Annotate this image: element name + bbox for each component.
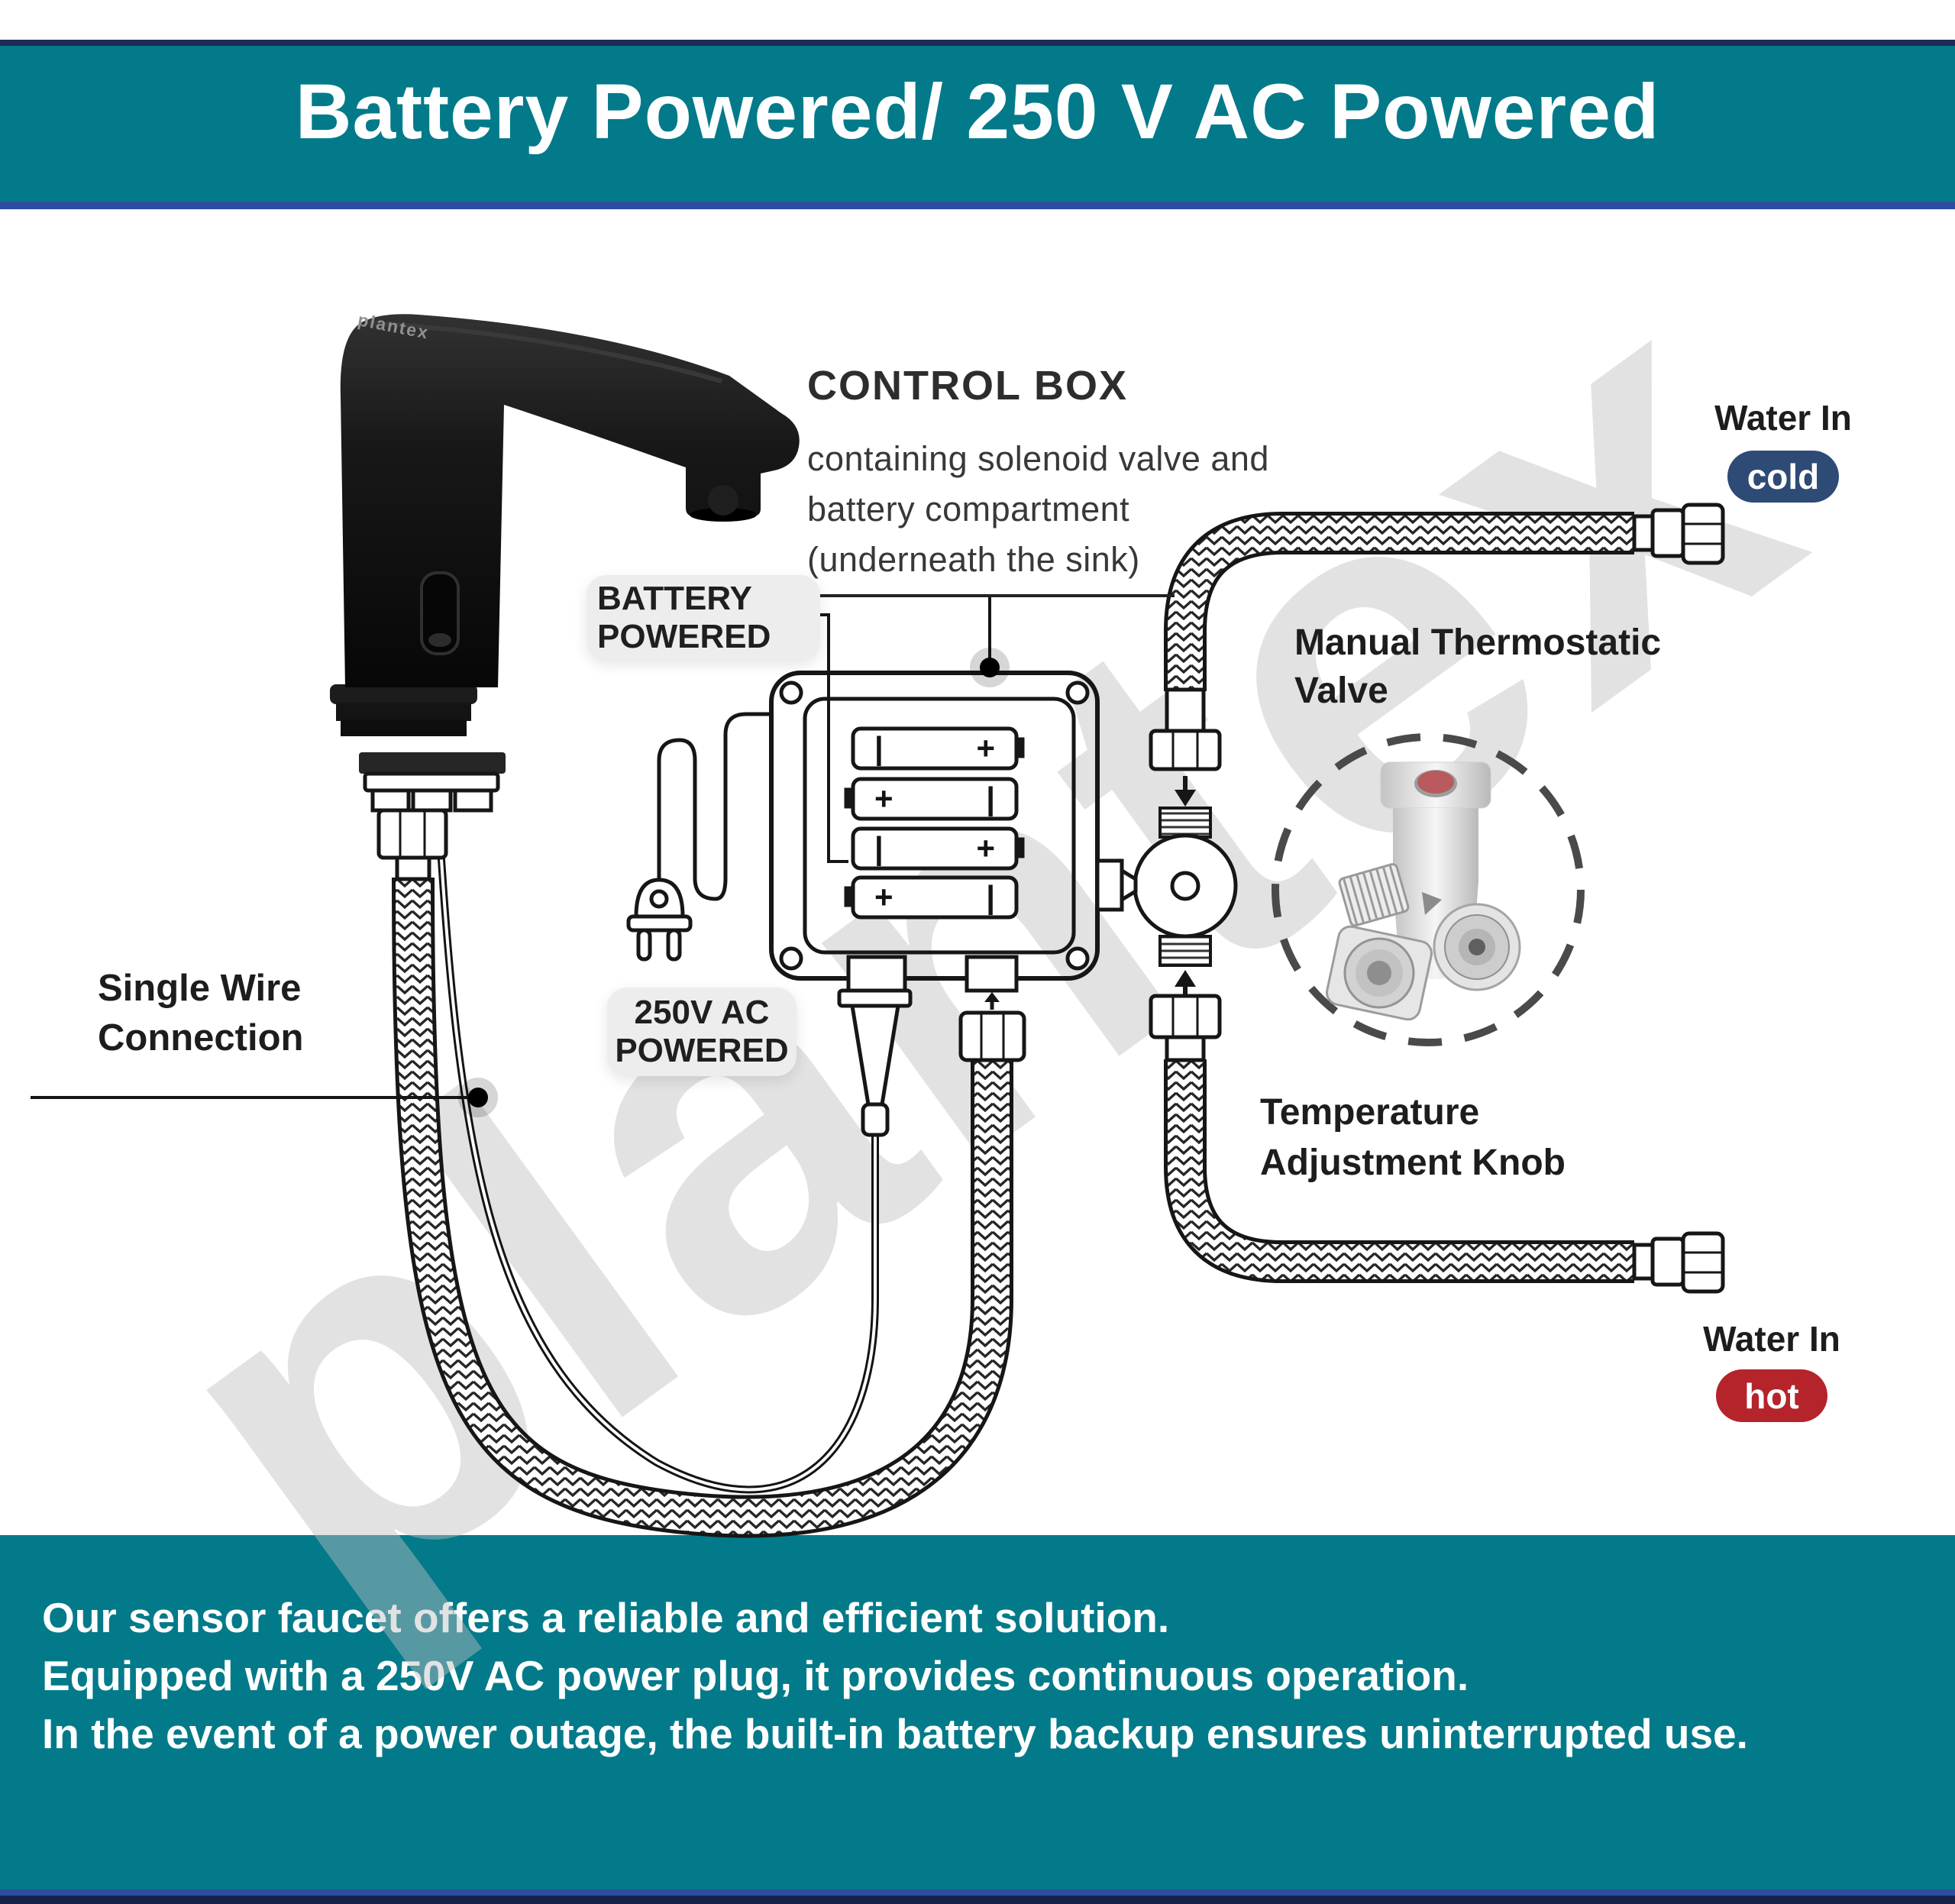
cold-hose-fitting [1632, 503, 1725, 565]
water-in-hot-label: Water In [1703, 1319, 1840, 1359]
battery4-neg: | [986, 879, 995, 915]
battery-row-1: | + [853, 729, 1016, 768]
battery-row-4: + | [853, 878, 1016, 917]
battery4-pos: + [874, 879, 893, 915]
control-box-underline [816, 594, 1175, 597]
hose-port-nut [958, 992, 1026, 1062]
ac-powered-line1: 250V AC [635, 994, 770, 1032]
wire-gland [837, 988, 913, 1137]
manual-valve-line2: Valve [1294, 671, 1388, 711]
control-box-description: containing solenoid valve and battery co… [807, 434, 1269, 585]
control-box-drawing [769, 671, 1138, 993]
control-box-label: CONTROL BOX [807, 363, 1129, 409]
battery-cells [844, 726, 1025, 920]
hot-hose-fitting [1632, 1231, 1725, 1294]
cold-badge: cold [1727, 451, 1839, 503]
temperature-knob-label: Temperature Adjustment Knob [1260, 1088, 1566, 1188]
single-wire-line2: Connection [98, 1017, 304, 1059]
power-plug [626, 712, 771, 962]
page-title: Battery Powered/ 250 V AC Powered [295, 68, 1660, 155]
battery3-neg: | [874, 830, 884, 866]
battery2-pos: + [874, 781, 893, 816]
water-in-cold-label: Water In [1714, 398, 1852, 438]
footer-line2: Equipped with a 250V AC power plug, it p… [42, 1652, 1469, 1699]
header-banner [0, 40, 1955, 209]
battery-powered-line2: POWERED [597, 618, 771, 655]
battery3-pos: + [976, 830, 995, 866]
control-box-desc-line1: containing solenoid valve and [807, 439, 1269, 478]
sensor-wire [435, 810, 879, 1494]
footer-line3: In the event of a power outage, the buil… [42, 1710, 1748, 1757]
footer-line1: Our sensor faucet offers a reliable and … [42, 1594, 1170, 1641]
control-box-desc-line3: (underneath the sink) [807, 540, 1140, 579]
thermostatic-valve-drawing [1133, 687, 1238, 1062]
manual-valve-line1: Manual Thermostatic [1294, 622, 1662, 663]
thermostatic-valve-photo [1326, 761, 1521, 1021]
battery-powered-label: BATTERY POWERED [586, 575, 820, 661]
footer-blue-line [0, 1889, 1955, 1896]
temp-knob-line1: Temperature [1260, 1092, 1480, 1133]
faucet-supply-hose [392, 877, 1013, 1538]
ac-powered-unit: V AC [690, 994, 770, 1031]
leader-lines [31, 596, 1010, 1117]
battery-powered-line1: BATTERY [597, 580, 752, 617]
manual-valve-label: Manual Thermostatic Valve [1294, 619, 1661, 715]
single-wire-label: Single Wire Connection [98, 964, 303, 1063]
ac-powered-line2: POWERED [615, 1032, 789, 1069]
temp-knob-line2: Adjustment Knob [1260, 1143, 1566, 1183]
sensor-faucet [330, 314, 800, 774]
footer-navy-line [0, 1896, 1955, 1904]
control-box-desc-line2: battery compartment [807, 490, 1130, 529]
battery1-neg: | [874, 730, 884, 766]
battery1-pos: + [976, 730, 995, 766]
hot-badge: hot [1716, 1369, 1827, 1422]
single-wire-line1: Single Wire [98, 968, 302, 1009]
footer-banner [0, 1535, 1955, 1889]
battery-row-2: + | [853, 779, 1016, 819]
footer-description: Our sensor faucet offers a reliable and … [42, 1589, 1875, 1763]
ac-powered-voltage: 250 [634, 994, 690, 1031]
battery2-neg: | [986, 781, 995, 816]
valve-inset [1272, 733, 1585, 1046]
cold-water-hose [1164, 512, 1634, 691]
ac-powered-label: 250V AC POWERED [607, 988, 797, 1076]
hot-water-hose [1164, 1059, 1634, 1283]
faucet-shank [363, 771, 500, 881]
battery-row-3: | + [853, 829, 1016, 868]
